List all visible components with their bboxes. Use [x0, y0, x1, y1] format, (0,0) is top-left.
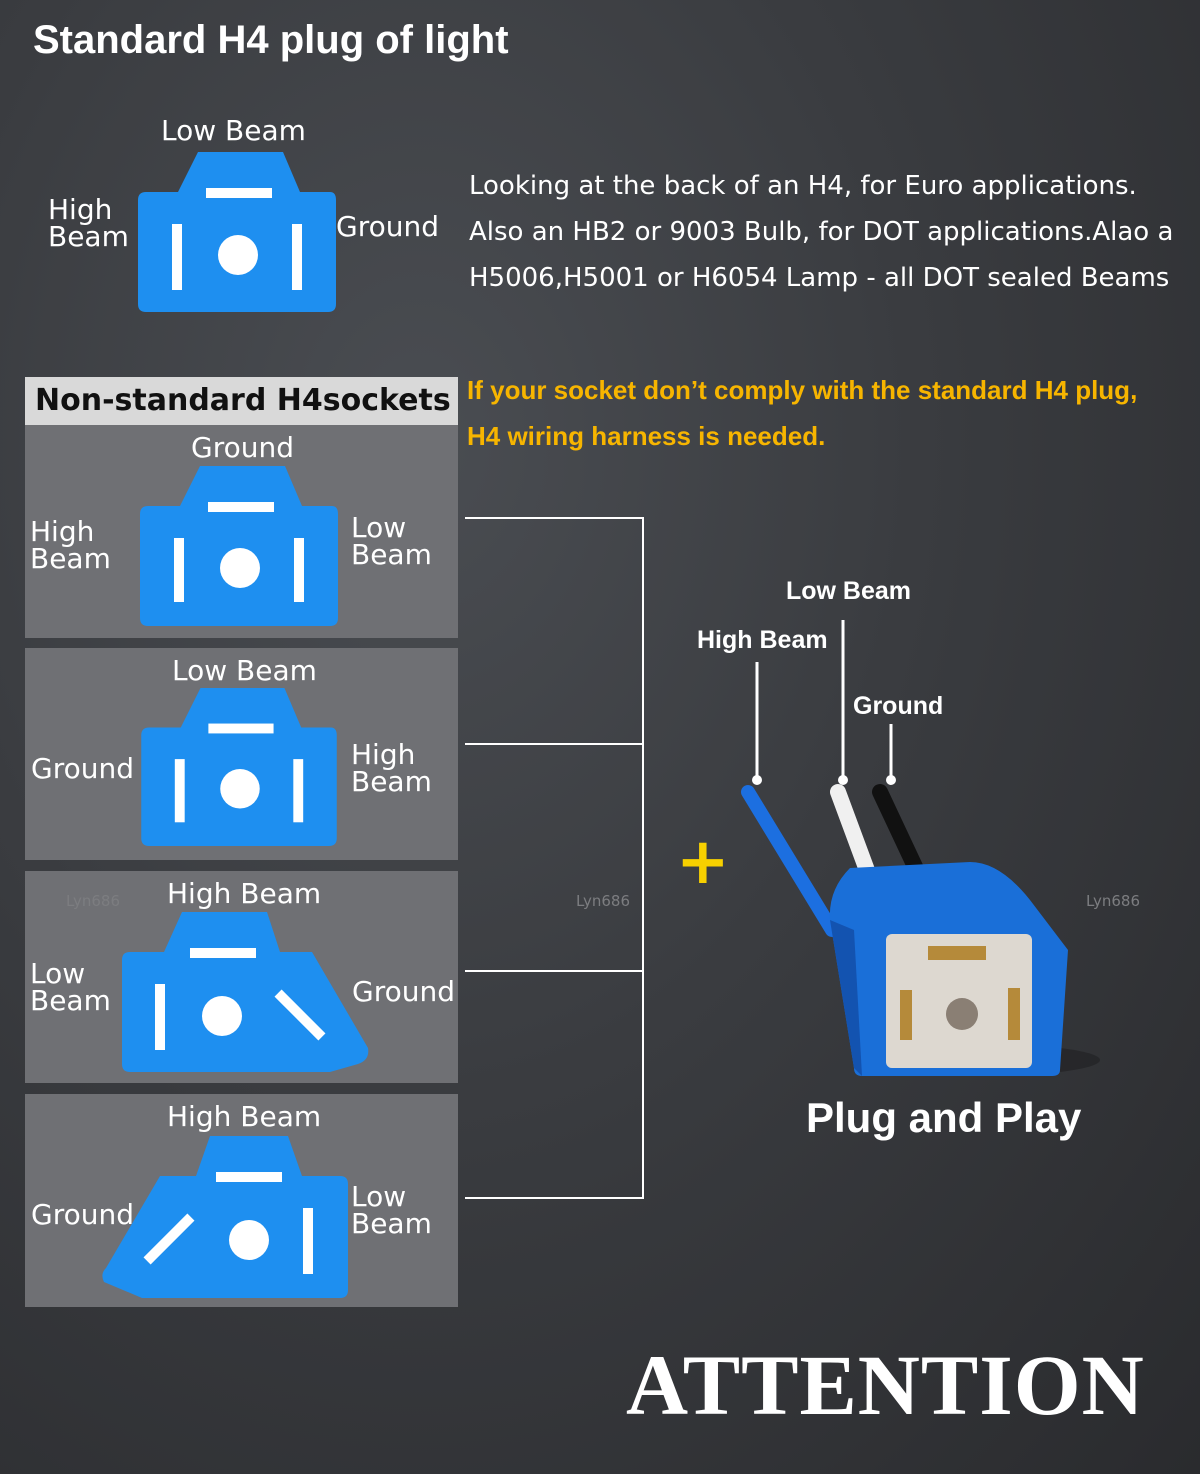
standard-top-label: Low Beam — [161, 114, 306, 147]
bracket-line-2 — [465, 743, 644, 745]
socket2-left-label: Ground — [31, 752, 134, 785]
page-title: Standard H4 plug of light — [33, 18, 509, 62]
socket4-right-label: Low Beam — [351, 1180, 432, 1240]
harness-low-beam-label: Low Beam — [786, 577, 912, 605]
socket2-top-label: Low Beam — [172, 654, 317, 687]
watermark-3: Lyn686 — [1086, 892, 1140, 910]
socket3-right-label: Ground — [352, 975, 455, 1008]
socket3-icon — [122, 912, 369, 1072]
description-text: Looking at the back of an H4, for Euro a… — [469, 171, 1174, 293]
socket2-right-label: High Beam — [351, 738, 432, 798]
bracket-vertical — [642, 517, 644, 1199]
socket2-icon — [141, 688, 337, 846]
socket1-top-label: Ground — [191, 431, 294, 464]
harness-high-beam-label: High Beam — [697, 626, 828, 654]
socket4-top-label: High Beam — [167, 1100, 322, 1133]
socket1-left-label: High Beam — [30, 515, 111, 575]
bracket-line-4 — [465, 1197, 644, 1199]
plug-and-play-label: Plug and Play — [806, 1094, 1082, 1141]
standard-left-label: High Beam — [48, 193, 129, 253]
watermark-1: Lyn686 — [66, 892, 120, 910]
watermark-2: Lyn686 — [576, 892, 630, 910]
bracket-line-1 — [465, 517, 644, 519]
socket4-icon — [102, 1136, 349, 1298]
harness-ground-label: Ground — [853, 692, 944, 720]
h4-harness-plug-icon — [741, 620, 1100, 1076]
standard-right-label: Ground — [336, 210, 439, 243]
socket3-top-label: High Beam — [167, 877, 322, 910]
nonstandard-header: Non-standard H4sockets — [25, 377, 458, 425]
attention-heading: ATTENTION — [626, 1337, 1145, 1433]
bracket-line-3 — [465, 970, 644, 972]
socket1-right-label: Low Beam — [351, 511, 432, 571]
warning-text: If your socket don’t comply with the sta… — [467, 375, 1138, 451]
standard-socket-icon — [138, 152, 336, 312]
socket1-icon — [140, 466, 338, 626]
socket4-left-label: Ground — [31, 1198, 134, 1231]
socket3-left-label: Low Beam — [30, 957, 111, 1017]
plus-sign: + — [676, 825, 730, 899]
